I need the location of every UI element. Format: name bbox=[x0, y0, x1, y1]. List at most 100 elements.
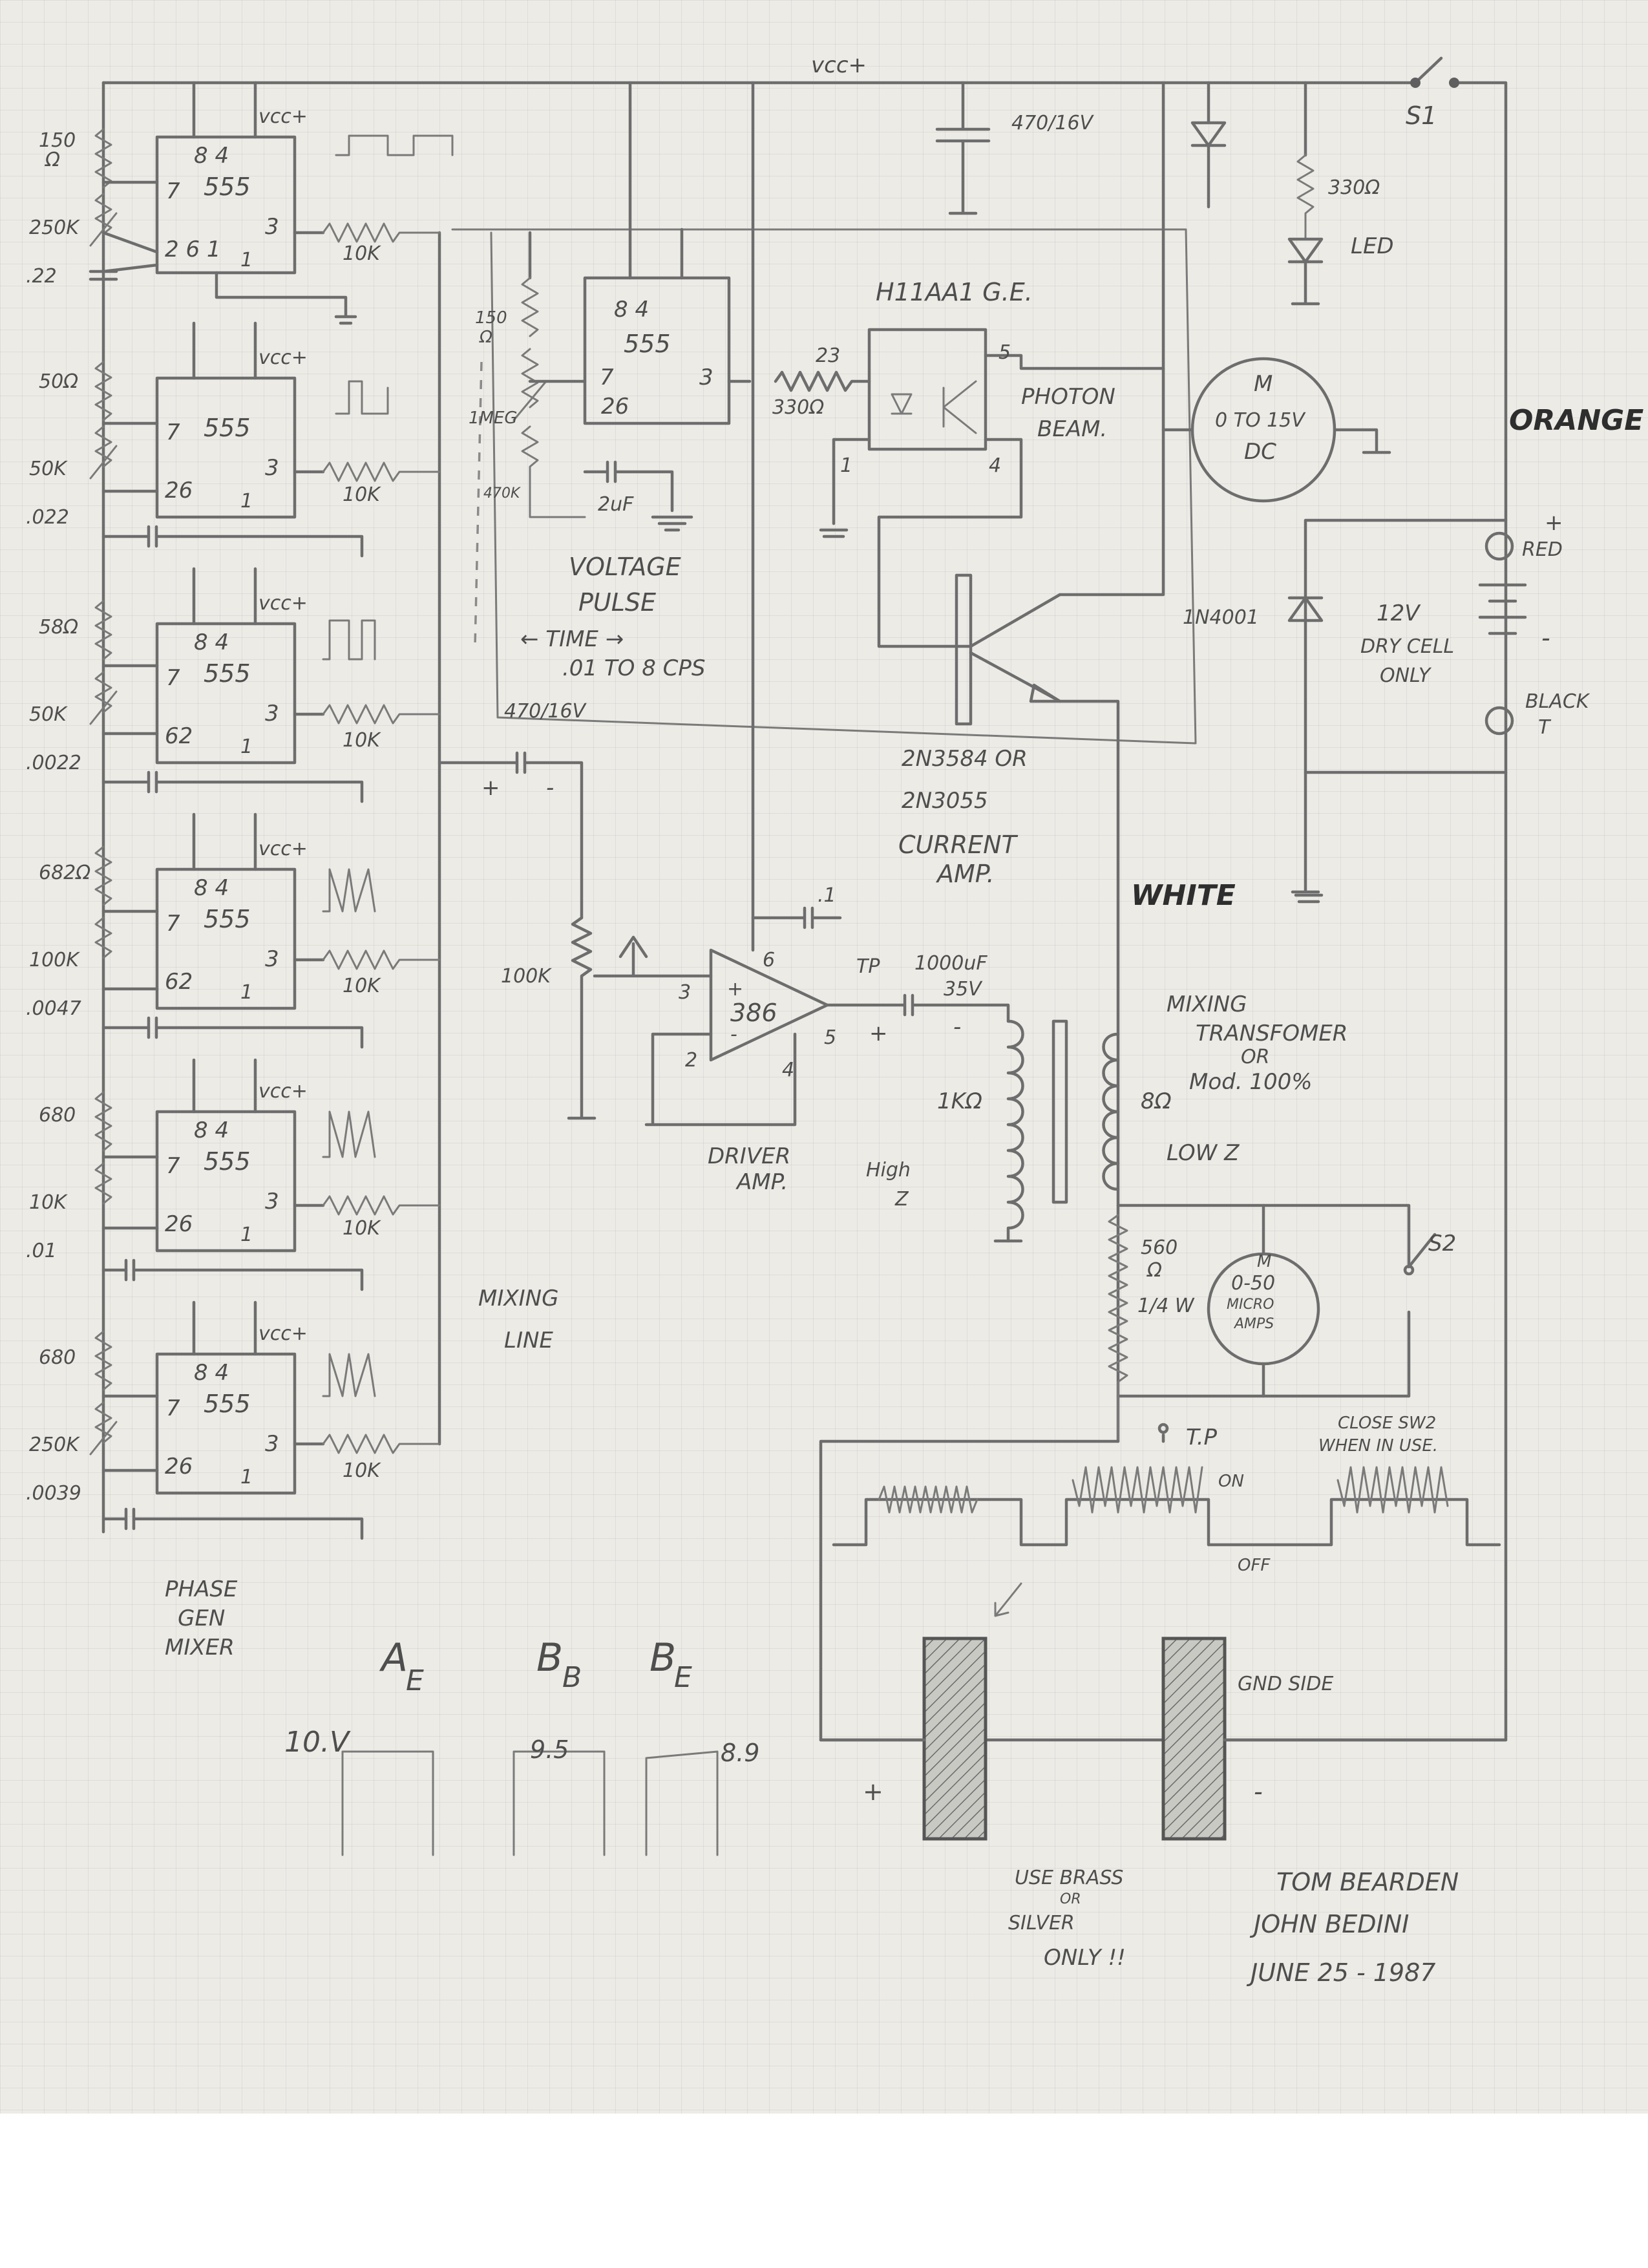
pulse-r-top-unit: Ω bbox=[479, 328, 492, 347]
driver-cap-plus: + bbox=[869, 1021, 888, 1046]
stage-2-pin-gnd: 1 bbox=[240, 490, 253, 513]
photon-label: PHOTON bbox=[1021, 384, 1115, 410]
mixing-line-label-1: MIXING bbox=[478, 1286, 558, 1311]
transformer-high-label: High bbox=[866, 1159, 911, 1182]
driver-minus: - bbox=[730, 1023, 737, 1046]
stage-6-vcc: vcc+ bbox=[259, 1322, 308, 1345]
current-amp-transistor bbox=[955, 573, 1120, 1443]
transformer-z-label: Z bbox=[894, 1188, 909, 1211]
note-b2-sub: E bbox=[674, 1661, 692, 1694]
black-terminal-label: BLACK bbox=[1525, 690, 1590, 713]
led-label: LED bbox=[1351, 233, 1394, 259]
pulse-rate-label: .01 TO 8 CPS bbox=[562, 655, 705, 681]
battery-dry-cell: DRY CELL bbox=[1360, 635, 1454, 658]
stage-4 bbox=[94, 812, 441, 1049]
note-b1-sub: B bbox=[562, 1661, 582, 1694]
use-silver-label: SILVER bbox=[1008, 1912, 1075, 1934]
pulse-cap-label: 2uF bbox=[598, 493, 634, 516]
stage-1-pin3: 3 bbox=[265, 214, 279, 240]
when-in-use-label: WHEN IN USE. bbox=[1318, 1436, 1438, 1456]
led-resistor-label: 330Ω bbox=[1328, 176, 1380, 199]
battery-only: ONLY bbox=[1380, 664, 1432, 687]
battery-voltage: 12V bbox=[1377, 600, 1421, 626]
note-a-sub: E bbox=[406, 1664, 424, 1697]
battery-block bbox=[1287, 518, 1527, 894]
use-only-label: ONLY !! bbox=[1044, 1945, 1126, 1971]
stage-3-pot: 50K bbox=[29, 703, 68, 726]
note-voltage-a: 10.V bbox=[284, 1726, 351, 1759]
main-cap-label: 470/16V bbox=[1011, 112, 1095, 134]
stage-5-cap: .01 bbox=[26, 1240, 57, 1262]
stage-4-cap: .0047 bbox=[26, 997, 81, 1020]
stage-6 bbox=[89, 1300, 441, 1540]
graph-paper-sheet bbox=[0, 0, 1648, 2114]
optocoupler-block bbox=[774, 81, 1165, 648]
driver-plus: + bbox=[727, 978, 743, 1001]
meter-resistor-label: 560 bbox=[1141, 1236, 1178, 1259]
mixing-transformer bbox=[993, 1019, 1120, 1243]
stage-3-pins-bottom: 62 bbox=[165, 723, 193, 749]
stage-3-cap: .0022 bbox=[26, 752, 81, 774]
stage-4-pin-gnd: 1 bbox=[240, 981, 253, 1004]
stage-1-pin-gnd: 1 bbox=[240, 249, 253, 271]
transformer-primary-label: 1KΩ bbox=[937, 1088, 982, 1114]
use-brass-label: USE BRASS bbox=[1015, 1867, 1123, 1889]
stage-3-chip: 555 bbox=[204, 659, 251, 688]
stage-2-pin3: 3 bbox=[265, 455, 279, 481]
stage-6-pins-top: 8 4 bbox=[194, 1360, 229, 1386]
main-capacitor bbox=[935, 81, 991, 215]
stage-6-pot: 250K bbox=[29, 1434, 80, 1456]
stage-6-r-out: 10K bbox=[343, 1459, 381, 1482]
signature-date: JUNE 25 - 1987 bbox=[1246, 1958, 1435, 1987]
motor-m-label: M bbox=[1254, 371, 1273, 397]
battery-minus: - bbox=[1541, 624, 1550, 652]
stage-3-pins-top: 8 4 bbox=[194, 630, 229, 655]
stage-3 bbox=[89, 567, 441, 803]
stage-4-pins-top: 8 4 bbox=[194, 875, 229, 901]
voltage-pulse-title-2: PULSE bbox=[578, 588, 656, 617]
voltage-pulse-title-1: VOLTAGE bbox=[569, 553, 681, 581]
meter-resistor-watt: 1/4 W bbox=[1137, 1295, 1195, 1317]
driver-pin4: 4 bbox=[782, 1059, 794, 1081]
switch-s2-label: S2 bbox=[1428, 1231, 1456, 1256]
stage-4-pins-bottom: 62 bbox=[165, 969, 193, 995]
meter-resistor-unit: Ω bbox=[1146, 1259, 1162, 1282]
driver-amp-label-1: DRIVER bbox=[708, 1143, 790, 1169]
mixing-line-label-2: LINE bbox=[504, 1328, 553, 1353]
electrode-plus: + bbox=[863, 1777, 883, 1806]
stage-2-r-out: 10K bbox=[343, 483, 381, 506]
stage-1-pin7: 7 bbox=[166, 178, 180, 204]
white-wire-label: WHITE bbox=[1131, 879, 1236, 912]
stage-5-pins-top: 8 4 bbox=[194, 1118, 229, 1143]
gnd-side-label: GND SIDE bbox=[1238, 1673, 1333, 1695]
note-b1: B bbox=[536, 1635, 563, 1680]
meter-tp-label: T.P bbox=[1186, 1425, 1218, 1450]
phase-gen-title-1: PHASE bbox=[165, 1576, 238, 1602]
stage-6-pin-gnd: 1 bbox=[240, 1466, 253, 1489]
transistor-part-1: 2N3584 OR bbox=[902, 746, 1028, 772]
stage-1-pins-bottom: 2 6 1 bbox=[165, 237, 221, 262]
stage-1-pins-top: 8 4 bbox=[194, 143, 229, 169]
output-waveform bbox=[832, 1466, 1501, 1617]
red-terminal-label: RED bbox=[1522, 538, 1563, 561]
driver-pin2: 2 bbox=[685, 1049, 697, 1072]
pulse-cap-plus: + bbox=[481, 775, 500, 801]
transformer-secondary-label: 8Ω bbox=[1141, 1088, 1172, 1114]
beam-label: BEAM. bbox=[1037, 416, 1107, 442]
stage-5-r-top: 680 bbox=[39, 1104, 76, 1127]
diode-1n4001-label: 1N4001 bbox=[1183, 606, 1259, 629]
meter-amps-label: AMPS bbox=[1233, 1316, 1274, 1332]
driver-pin6: 6 bbox=[763, 949, 775, 971]
driver-cap-out: 1000uF bbox=[914, 952, 988, 975]
black-terminal-t: T bbox=[1538, 716, 1552, 739]
stage-5-pot: 10K bbox=[29, 1191, 68, 1214]
stage-2-vcc: vcc+ bbox=[259, 346, 308, 369]
pulse-pins-top: 8 4 bbox=[614, 297, 649, 323]
pulse-cap-out-label: 470/16V bbox=[504, 700, 587, 723]
signature-name-1: TOM BEARDEN bbox=[1276, 1868, 1459, 1896]
stage-4-pin7: 7 bbox=[166, 911, 180, 937]
stage-3-pin3: 3 bbox=[265, 701, 279, 726]
pulse-pin3: 3 bbox=[699, 365, 713, 390]
stage-4-r-top: 682Ω bbox=[39, 862, 90, 884]
stage-5-vcc: vcc+ bbox=[259, 1080, 308, 1103]
